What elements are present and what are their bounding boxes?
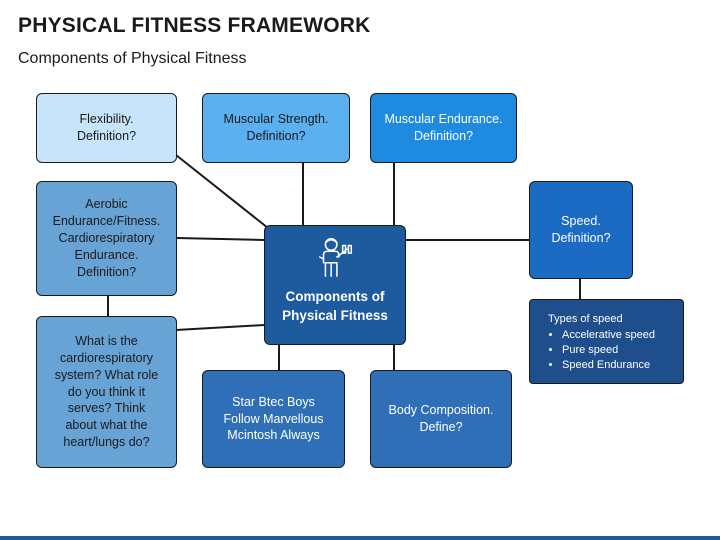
page-subtitle: Components of Physical Fitness [18, 50, 247, 67]
speed-type-item: Speed Endurance [562, 358, 673, 373]
connector-aerobic [176, 237, 265, 241]
box-flexibility: Flexibility. Definition? [36, 93, 177, 163]
box-cardiorespiratory-question: What is the cardiorespiratory system? Wh… [36, 316, 177, 468]
speed-types-header: Types of speed [548, 313, 623, 325]
box-mnemonic: Star Btec Boys Follow Marvellous Mcintos… [202, 370, 345, 468]
center-node: Components of Physical Fitness [264, 225, 406, 345]
speed-type-item: Accelerative speed [562, 328, 673, 343]
connector-cardio-question [175, 324, 265, 331]
bottom-accent-bar [0, 536, 720, 540]
connector-flexibility [175, 154, 269, 229]
speed-types-box: Types of speed Accelerative speed Pure s… [529, 299, 684, 384]
box-muscular-strength: Muscular Strength. Definition? [202, 93, 350, 163]
box-body-composition: Body Composition. Define? [370, 370, 512, 468]
box-speed: Speed. Definition? [529, 181, 633, 279]
box-aerobic-endurance: Aerobic Endurance/Fitness. Cardiorespira… [36, 181, 177, 296]
fitness-person-icon [318, 238, 353, 277]
speed-type-item: Pure speed [562, 343, 673, 358]
center-label: Components of Physical Fitness [282, 289, 388, 323]
speed-types-list: Accelerative speed Pure speed Speed Endu… [548, 328, 673, 373]
box-muscular-endurance: Muscular Endurance. Definition? [370, 93, 517, 163]
page-title: PHYSICAL FITNESS FRAMEWORK [18, 14, 371, 37]
